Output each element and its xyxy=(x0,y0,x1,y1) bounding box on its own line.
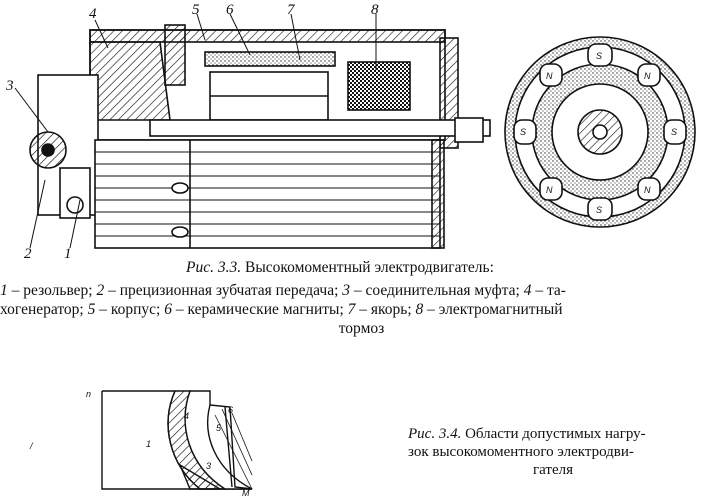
region-label: 6 xyxy=(228,405,233,415)
legend-line3: тормоз xyxy=(338,320,385,337)
region-label: 5 xyxy=(216,423,222,433)
legend-num: 7 xyxy=(347,301,356,318)
legend-text: – резольвер; xyxy=(7,282,97,299)
pole-label: N xyxy=(546,185,553,195)
legend-text: – соединительная муфта; xyxy=(350,282,524,299)
caption-line: Области допустимых нагру- xyxy=(465,426,646,442)
legend-text: – корпус; xyxy=(95,301,165,318)
legend-text: – прецизионная зубчатая передача; xyxy=(104,282,343,299)
legend-num: 3 xyxy=(342,282,351,299)
figure-3-4-drawing: n M 1 4 5 6 3 / xyxy=(29,389,253,497)
legend-text: хогенератор; xyxy=(0,301,88,318)
figure-3-3-caption-title: Рис. 3.3. Высокомоментный электродвигате… xyxy=(186,258,494,277)
figure-label-4: 4 xyxy=(89,6,97,22)
axis-x-label: M xyxy=(242,488,250,497)
region-label: 3 xyxy=(206,461,211,471)
figure-label-3: 3 xyxy=(5,78,14,94)
pole-label: N xyxy=(644,71,651,81)
legend-num: 2 xyxy=(96,282,105,299)
legend-num: 1 xyxy=(0,282,8,299)
figure-label-2: 2 xyxy=(24,246,32,262)
motor-end-view xyxy=(504,36,696,228)
legend-num: 8 xyxy=(415,301,424,318)
figure-label-5: 5 xyxy=(192,2,200,18)
side-mark: / xyxy=(29,441,34,451)
legend-num: 6 xyxy=(164,301,172,318)
figure-label-7: 7 xyxy=(287,2,296,18)
legend-num: 4 xyxy=(523,282,532,299)
figure-3-4-caption: Рис. 3.4. Области допустимых нагру- зок … xyxy=(408,425,708,479)
caption-prefix: Рис. 3.4. xyxy=(408,426,462,442)
caption-line: зок высокомоментного электродви- xyxy=(408,444,634,460)
pole-label: N xyxy=(546,71,553,81)
legend-text: – та- xyxy=(531,282,566,299)
region-label: 1 xyxy=(146,439,151,449)
axis-y-label: n xyxy=(86,389,91,399)
figure-3-3-legend: 1 – резольвер; 2 – прецизионная зубчатая… xyxy=(0,281,723,338)
region-label: 4 xyxy=(184,411,189,421)
figure-label-6: 6 xyxy=(226,2,234,18)
caption-prefix: Рис. 3.3. xyxy=(186,259,242,276)
caption-line: гателя xyxy=(532,462,574,478)
legend-num: 5 xyxy=(87,301,96,318)
caption-title: Высокомоментный электродвигатель: xyxy=(244,259,494,276)
legend-text: – керамические магниты; xyxy=(171,301,348,318)
pole-label: S xyxy=(596,51,602,61)
figure-label-8: 8 xyxy=(371,2,379,18)
pole-label: S xyxy=(596,205,602,215)
pole-label: N xyxy=(644,185,651,195)
figure-label-1: 1 xyxy=(64,246,72,262)
legend-text: – якорь; xyxy=(355,301,416,318)
pole-label: S xyxy=(520,127,526,137)
figure-3-3-drawing: 4 5 6 7 8 3 2 1 S N S N S N S N xyxy=(5,2,696,262)
pole-label: S xyxy=(671,127,677,137)
motor-side-view xyxy=(29,24,491,249)
legend-text: – электромагнитный xyxy=(423,301,563,318)
